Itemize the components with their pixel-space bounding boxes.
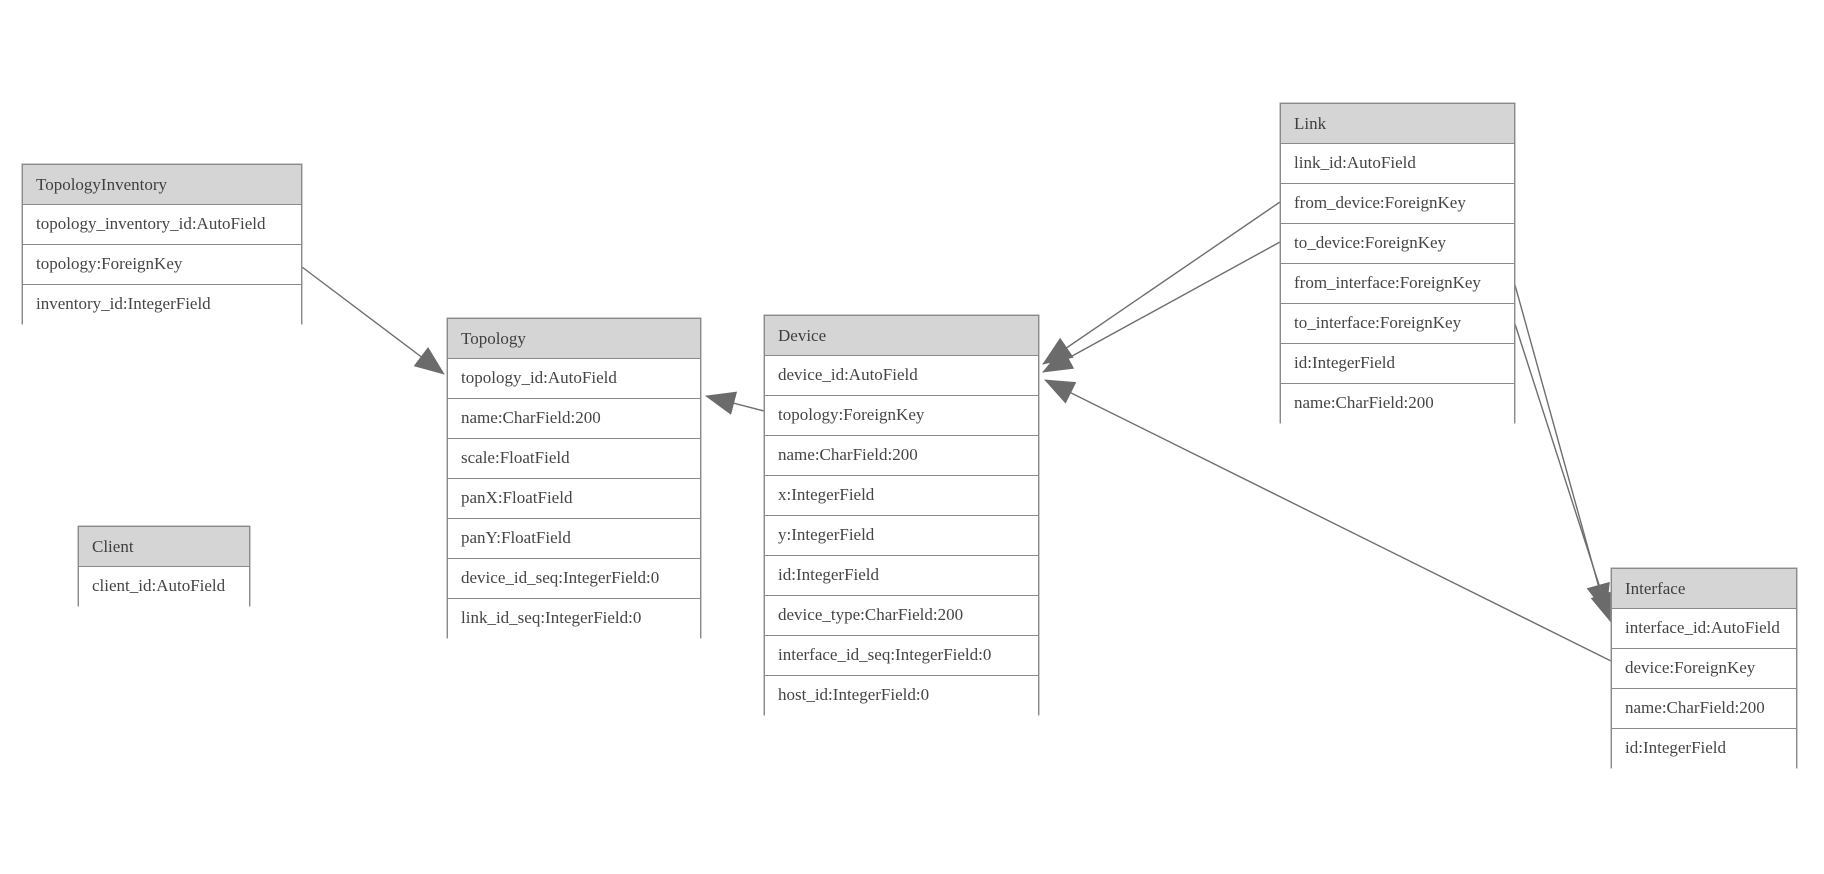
topologyinventory-topology-to-topology-arrow: [301, 266, 445, 375]
entity-topology-inventory-field-row: topology_inventory_id:AutoField: [23, 205, 301, 245]
entity-topology-field-row: name:CharField:200: [448, 399, 700, 439]
link-to-device-to-device-arrow: [1042, 241, 1281, 373]
device-topology-to-topology-arrow: [705, 391, 765, 415]
entity-topology-inventory-field-row: topology:ForeignKey: [23, 245, 301, 285]
entity-device-field-row: interface_id_seq:IntegerField:0: [765, 636, 1038, 676]
entity-topology-field-row: scale:FloatField: [448, 439, 700, 479]
entity-link-field-row: link_id:AutoField: [1281, 144, 1514, 184]
entity-link-field-row: to_interface:ForeignKey: [1281, 304, 1514, 344]
entity-link-field-row: to_device:ForeignKey: [1281, 224, 1514, 264]
entity-interface-field-row: id:IntegerField: [1612, 729, 1796, 769]
entity-device-field-row: topology:ForeignKey: [765, 396, 1038, 436]
entity-interface-title: Interface: [1612, 569, 1796, 609]
entity-topology-field-row: link_id_seq:IntegerField:0: [448, 599, 700, 639]
entity-topology-field-row: panX:FloatField: [448, 479, 700, 519]
link-from-device-to-device-arrow: [1042, 201, 1281, 365]
entity-interface-field-row: device:ForeignKey: [1612, 649, 1796, 689]
entity-device-field-row: device_id:AutoField: [765, 356, 1038, 396]
entity-link-field-row: id:IntegerField: [1281, 344, 1514, 384]
link-to-interface-to-interface-arrow: [1514, 323, 1614, 623]
entity-device-field-row: y:IntegerField: [765, 516, 1038, 556]
entity-link-field-row: from_device:ForeignKey: [1281, 184, 1514, 224]
entity-interface-field-row: interface_id:AutoField: [1612, 609, 1796, 649]
entity-device-field-row: name:CharField:200: [765, 436, 1038, 476]
entity-topology-title: Topology: [448, 319, 700, 359]
entity-link-title: Link: [1281, 104, 1514, 144]
entity-topology-field-row: device_id_seq:IntegerField:0: [448, 559, 700, 599]
entity-device-field-row: x:IntegerField: [765, 476, 1038, 516]
entity-device-field-row: id:IntegerField: [765, 556, 1038, 596]
entity-interface-field-row: name:CharField:200: [1612, 689, 1796, 729]
entity-link-field-row: from_interface:ForeignKey: [1281, 264, 1514, 304]
entity-topology-field-row: panY:FloatField: [448, 519, 700, 559]
entity-topology-field-row: topology_id:AutoField: [448, 359, 700, 399]
entity-topology-inventory-field-row: inventory_id:IntegerField: [23, 285, 301, 325]
entity-client-title: Client: [79, 527, 249, 567]
entity-device-title: Device: [765, 316, 1038, 356]
entity-device-field-row: device_type:CharField:200: [765, 596, 1038, 636]
entity-link-field-row: name:CharField:200: [1281, 384, 1514, 424]
interface-device-to-device-arrow: [1044, 379, 1612, 662]
entity-client-field-row: client_id:AutoField: [79, 567, 249, 607]
entity-topology-inventory-title: TopologyInventory: [23, 165, 301, 205]
entity-device-field-row: host_id:IntegerField:0: [765, 676, 1038, 716]
